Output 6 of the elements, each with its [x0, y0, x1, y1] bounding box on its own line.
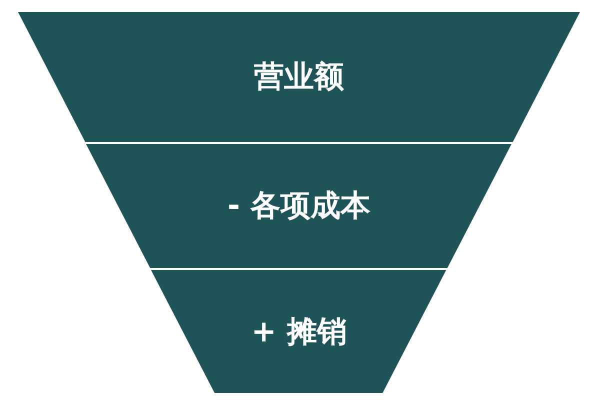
band-label: + 摊销 [251, 313, 347, 351]
band-label: - 各项成本 [228, 188, 370, 226]
funnel-band [151, 270, 447, 393]
funnel-band [18, 12, 580, 142]
band-label: 营业额 [254, 58, 344, 96]
funnel-band [86, 144, 512, 268]
